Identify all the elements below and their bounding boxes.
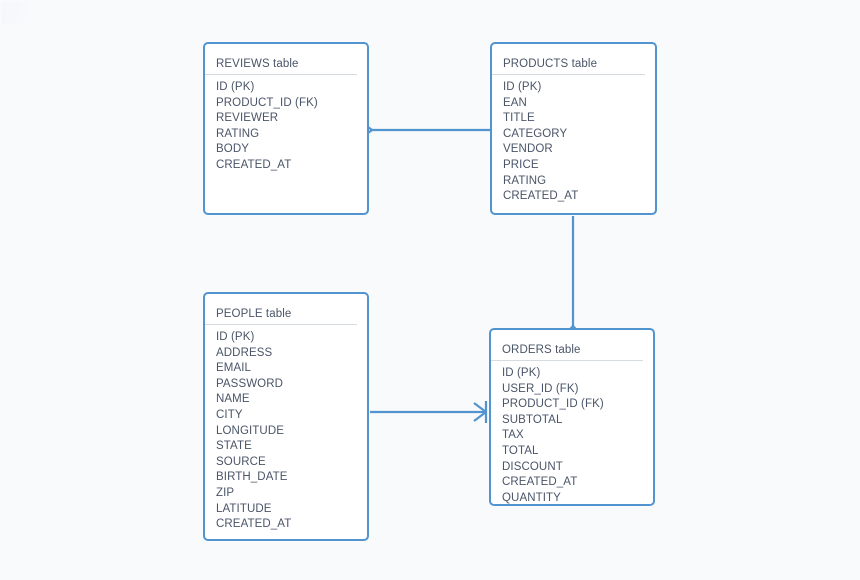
field-row: PRODUCT_ID (FK) xyxy=(216,96,318,109)
field-row: REVIEWER xyxy=(216,112,279,125)
entity-title-reviews: REVIEWS table xyxy=(205,58,357,75)
field-row: ID (PK) xyxy=(216,81,255,93)
field-row: EAN xyxy=(503,96,527,109)
field-row: CREATED_AT xyxy=(503,190,579,203)
field-row: SOURCE xyxy=(216,455,266,468)
field-row: TAX xyxy=(502,429,524,442)
field-row: DISCOUNT xyxy=(502,460,563,473)
field-row: ID (PK) xyxy=(216,331,255,343)
field-row: BODY xyxy=(216,143,249,156)
field-row: LONGITUDE xyxy=(216,424,284,437)
entity-title-orders: ORDERS table xyxy=(491,344,643,361)
entity-box-reviews[interactable]: REVIEWS table ID (PK) PRODUCT_ID (FK) RE… xyxy=(203,42,369,215)
field-row: VENDOR xyxy=(503,143,553,156)
field-row: LATITUDE xyxy=(216,502,272,515)
field-list-reviews: ID (PK) PRODUCT_ID (FK) REVIEWER RATING … xyxy=(205,78,367,174)
entity-title-people: PEOPLE table xyxy=(205,308,357,325)
field-row: CITY xyxy=(216,408,243,421)
field-row: EMAIL xyxy=(216,362,252,375)
field-row: CREATED_AT xyxy=(502,476,578,489)
relationship-products-to-orders[interactable] xyxy=(561,216,585,340)
field-row: ZIP xyxy=(216,486,235,499)
crowsfoot-icon xyxy=(473,401,488,423)
relationship-people-to-orders[interactable] xyxy=(370,401,488,423)
field-row: PRICE xyxy=(503,158,539,171)
field-row: ID (PK) xyxy=(503,81,542,93)
field-list-people: ID (PK) ADDRESS EMAIL PASSWORD NAME CITY… xyxy=(205,328,367,533)
field-row: NAME xyxy=(216,393,250,406)
field-row: SUBTOTAL xyxy=(502,413,563,426)
entity-box-people[interactable]: PEOPLE table ID (PK) ADDRESS EMAIL PASSW… xyxy=(203,292,369,541)
relationship-products-to-reviews[interactable] xyxy=(358,119,490,141)
field-row: USER_ID (FK) xyxy=(502,382,579,395)
entity-title-products: PRODUCTS table xyxy=(492,58,645,75)
field-row: CATEGORY xyxy=(503,127,568,140)
entity-box-products[interactable]: PRODUCTS table ID (PK) EAN TITLE CATEGOR… xyxy=(490,42,657,215)
field-row: TITLE xyxy=(503,112,535,125)
field-row: PASSWORD xyxy=(216,377,284,390)
field-row: ADDRESS xyxy=(216,346,273,359)
entity-box-orders[interactable]: ORDERS table ID (PK) USER_ID (FK) PRODUC… xyxy=(489,328,655,506)
field-row: TOTAL xyxy=(502,444,539,457)
field-row: RATING xyxy=(503,174,547,187)
field-row: RATING xyxy=(216,127,260,140)
field-row: CREATED_AT xyxy=(216,518,292,531)
canvas-corner-artifact xyxy=(2,2,42,24)
field-row: QUANTITY xyxy=(502,491,561,504)
field-list-orders: ID (PK) USER_ID (FK) PRODUCT_ID (FK) SUB… xyxy=(491,364,653,506)
field-list-products: ID (PK) EAN TITLE CATEGORY VENDOR PRICE … xyxy=(492,78,655,205)
field-row: PRODUCT_ID (FK) xyxy=(502,398,604,411)
field-row: STATE xyxy=(216,440,252,453)
field-row: CREATED_AT xyxy=(216,158,292,171)
field-row: BIRTH_DATE xyxy=(216,471,288,484)
field-row: ID (PK) xyxy=(502,367,541,379)
